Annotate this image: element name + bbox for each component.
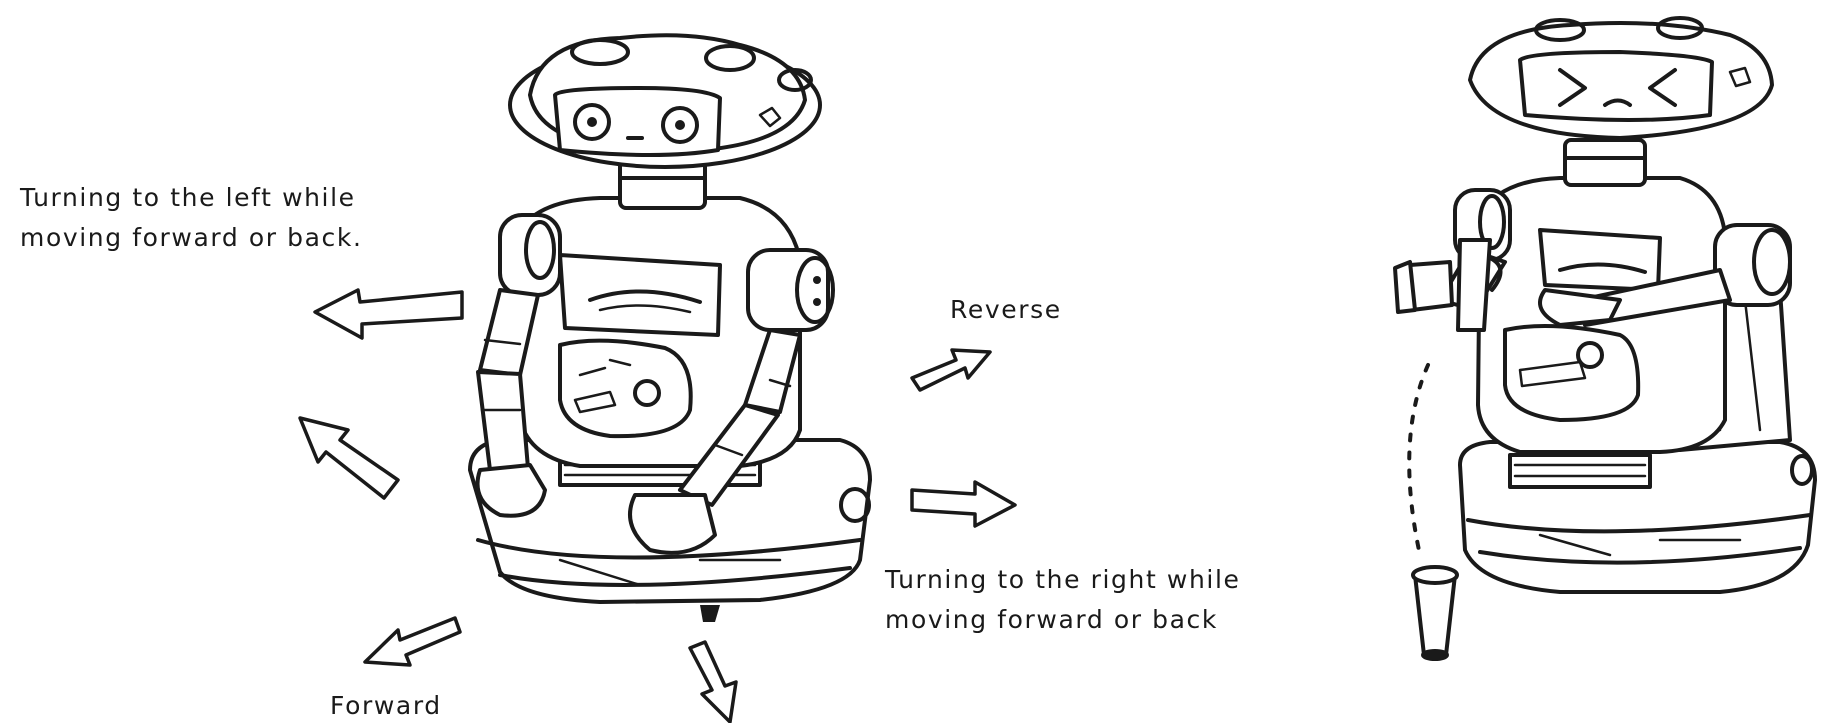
arrow-right-turn (912, 482, 1015, 526)
arrow-left-turn-upper (315, 290, 462, 338)
label-turn-right: Turning to the right while moving forwar… (885, 560, 1240, 640)
label-reverse: Reverse (950, 290, 1062, 330)
label-turn-left: Turning to the left while moving forward… (20, 178, 363, 258)
label-turn-right-line2: moving forward or back (885, 600, 1240, 640)
label-turn-right-line1: Turning to the right while (885, 560, 1240, 600)
label-turn-left-line2: moving forward or back. (20, 218, 363, 258)
arrow-forward (365, 618, 460, 665)
robot-moving-icon (470, 35, 870, 622)
label-forward: Forward (330, 686, 442, 726)
arrow-reverse (912, 350, 990, 390)
label-turn-left-line1: Turning to the left while (20, 178, 363, 218)
arrow-down (690, 642, 736, 722)
arrow-left-turn-lower (300, 418, 398, 498)
cup-icon (1413, 567, 1457, 659)
robot-serving-cup-icon (1395, 18, 1815, 592)
cup-drop-path (1409, 365, 1428, 555)
